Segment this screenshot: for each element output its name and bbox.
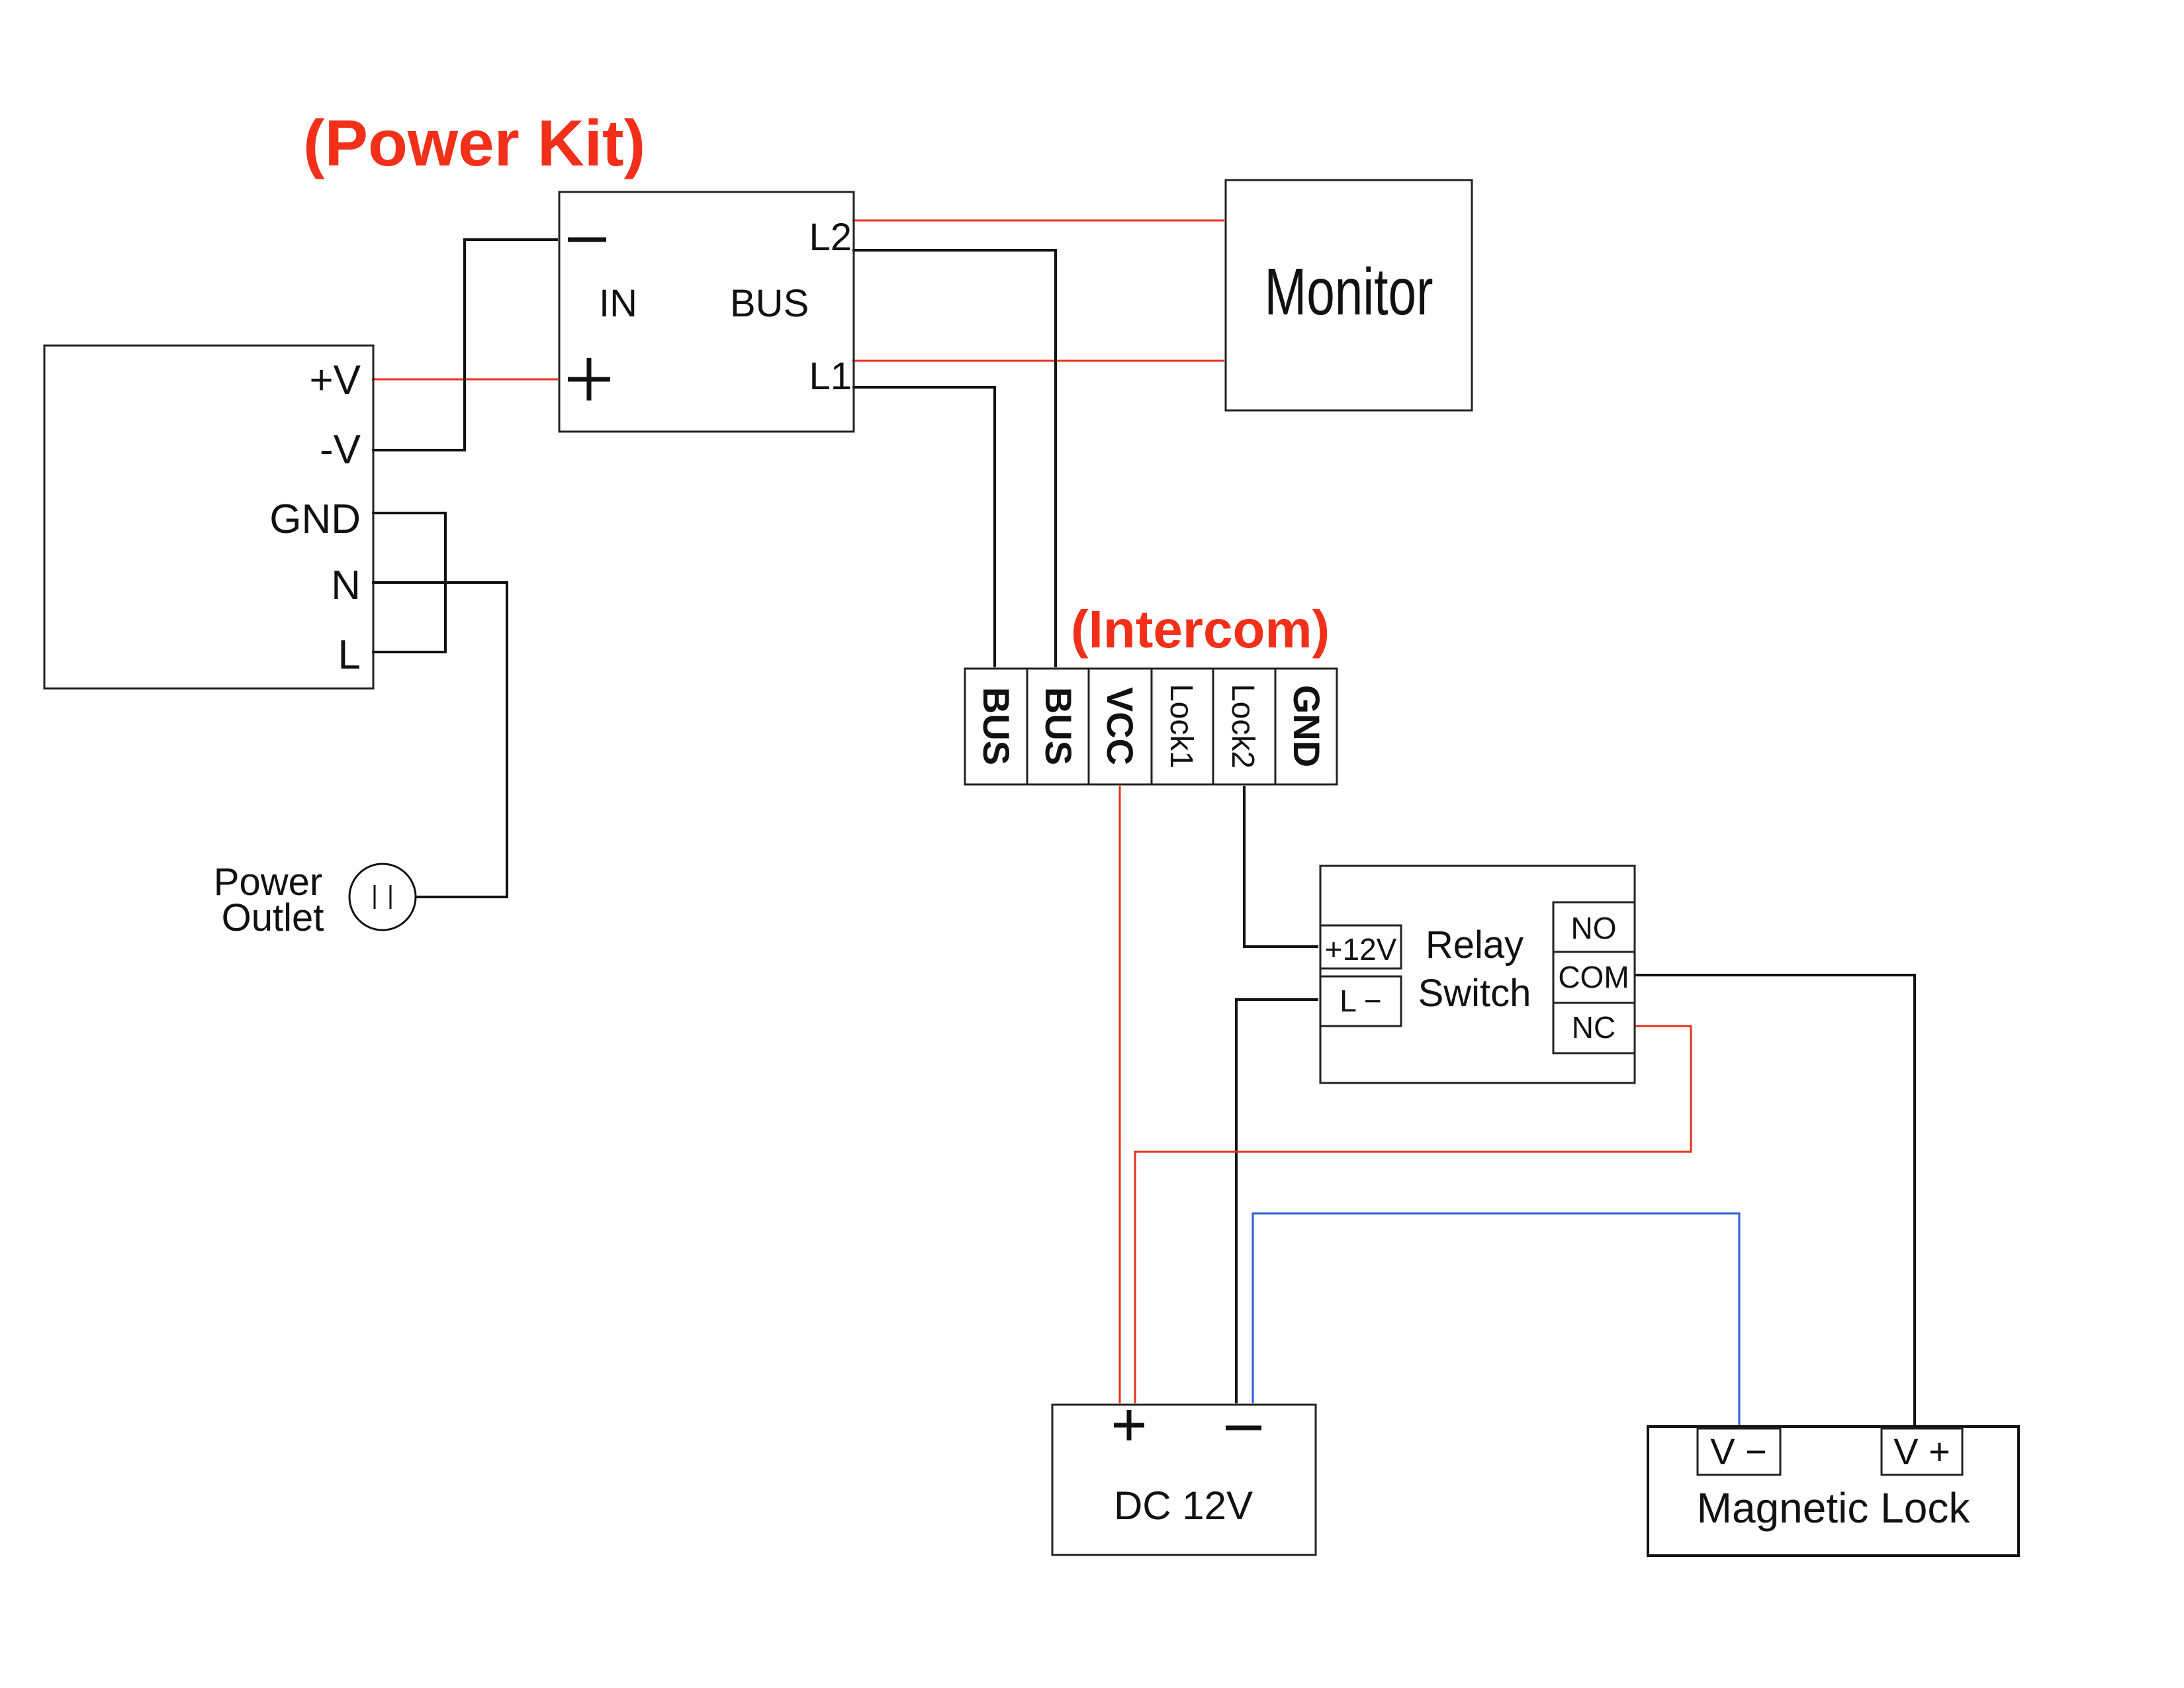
lock-terminal-v-plus-box (1880, 1427, 1964, 1476)
power-kit-in-label: IN (599, 282, 637, 325)
relay-terminal-nc: NC (1572, 1010, 1615, 1045)
monitor: Monitor (1224, 179, 1473, 412)
wire-l2-to-intercom-bus (852, 249, 1057, 667)
relay-terminal-l-minus: L − (1340, 984, 1382, 1018)
wire-minus-v-to-kit-minus (372, 238, 558, 451)
wire-dc-minus-to-lock-v-minus (1251, 1212, 1741, 1425)
monitor-box (1224, 179, 1473, 412)
magnetic-lock-box (1647, 1425, 2020, 1557)
intercom-terminal-lock2: Lock2 (1225, 684, 1260, 769)
lock-terminal-v-minus: V − (1710, 1430, 1767, 1472)
outlet-icon (348, 863, 417, 931)
monitor-label: Monitor (1265, 255, 1433, 329)
relay-terminal-com: COM (1558, 960, 1629, 994)
dc-12v-supply: DC 12V (1051, 1403, 1317, 1556)
power-kit-bus-label: BUS (730, 282, 809, 325)
psu-terminal-n: N (331, 563, 361, 608)
power-outlet: Power Outlet (214, 861, 417, 939)
lock-terminal-v-minus-box (1696, 1427, 1782, 1476)
psu-terminal-l: L (338, 632, 361, 678)
power-supply: +V -V GND N L (43, 344, 375, 690)
dc-plus-symbol (1114, 1410, 1144, 1440)
wire-n-to-outlet (372, 581, 508, 898)
intercom-terminal-gnd: GND (1286, 685, 1328, 767)
magnetic-lock-label: Magnetic Lock (1697, 1484, 1971, 1532)
intercom-terminal-lock1: Lock1 (1163, 684, 1199, 769)
wire-l1-to-intercom-bus (852, 386, 996, 667)
relay-switch: +12V L − Relay Switch NO COM NC (1319, 865, 1636, 1084)
dc-supply-label: DC 12V (1114, 1483, 1253, 1528)
psu-terminal-plus-v: +V (309, 357, 361, 403)
relay-title-line1: Relay (1426, 923, 1524, 966)
relay-title-line2: Switch (1418, 972, 1531, 1015)
wire-relay-com-to-lock-v-plus (1635, 974, 1916, 1425)
psu-terminal-gnd: GND (269, 496, 361, 542)
power-supply-box (43, 344, 375, 690)
intercom-terminal-bus-2: BUS (1038, 687, 1079, 765)
wire-lock2-to-relay-12v (1243, 786, 1318, 948)
intercom: (Intercom) BUS BUS VCC Lock1 Lock2 GND (964, 600, 1338, 786)
intercom-terminal-vcc: VCC (1099, 687, 1141, 765)
intercom-heading: (Intercom) (1071, 600, 1330, 659)
relay-input-l-minus-box (1319, 975, 1402, 1027)
lock-terminal-v-plus: V + (1893, 1430, 1950, 1472)
intercom-terminal-bus-1: BUS (976, 687, 1017, 765)
power-outlet-label-line2: Outlet (222, 896, 324, 939)
relay-terminal-no: NO (1571, 911, 1617, 945)
magnetic-lock: V − V + Magnetic Lock (1647, 1425, 2020, 1557)
power-outlet-label-line1: Power (214, 861, 322, 904)
power-kit-heading: (Power Kit) (303, 107, 645, 179)
psu-terminal-minus-v: -V (320, 427, 361, 473)
wires (372, 219, 1916, 1425)
relay-output-block (1552, 901, 1636, 1055)
power-kit-box (558, 191, 855, 433)
power-kit-l2-terminal: L2 (809, 216, 852, 259)
power-kit-l1-terminal: L1 (809, 355, 852, 398)
relay-input-12v-box (1319, 924, 1402, 970)
dc-supply-box (1051, 1403, 1317, 1556)
power-kit-plus-symbol (568, 358, 610, 400)
power-kit: (Power Kit) IN BUS L2 L1 (303, 107, 855, 433)
wire-relay-nc-to-dc-plus (1134, 1025, 1692, 1403)
relay-terminal-12v: +12V (1325, 932, 1397, 966)
wire-relay-l-to-dc-minus (1235, 998, 1318, 1403)
